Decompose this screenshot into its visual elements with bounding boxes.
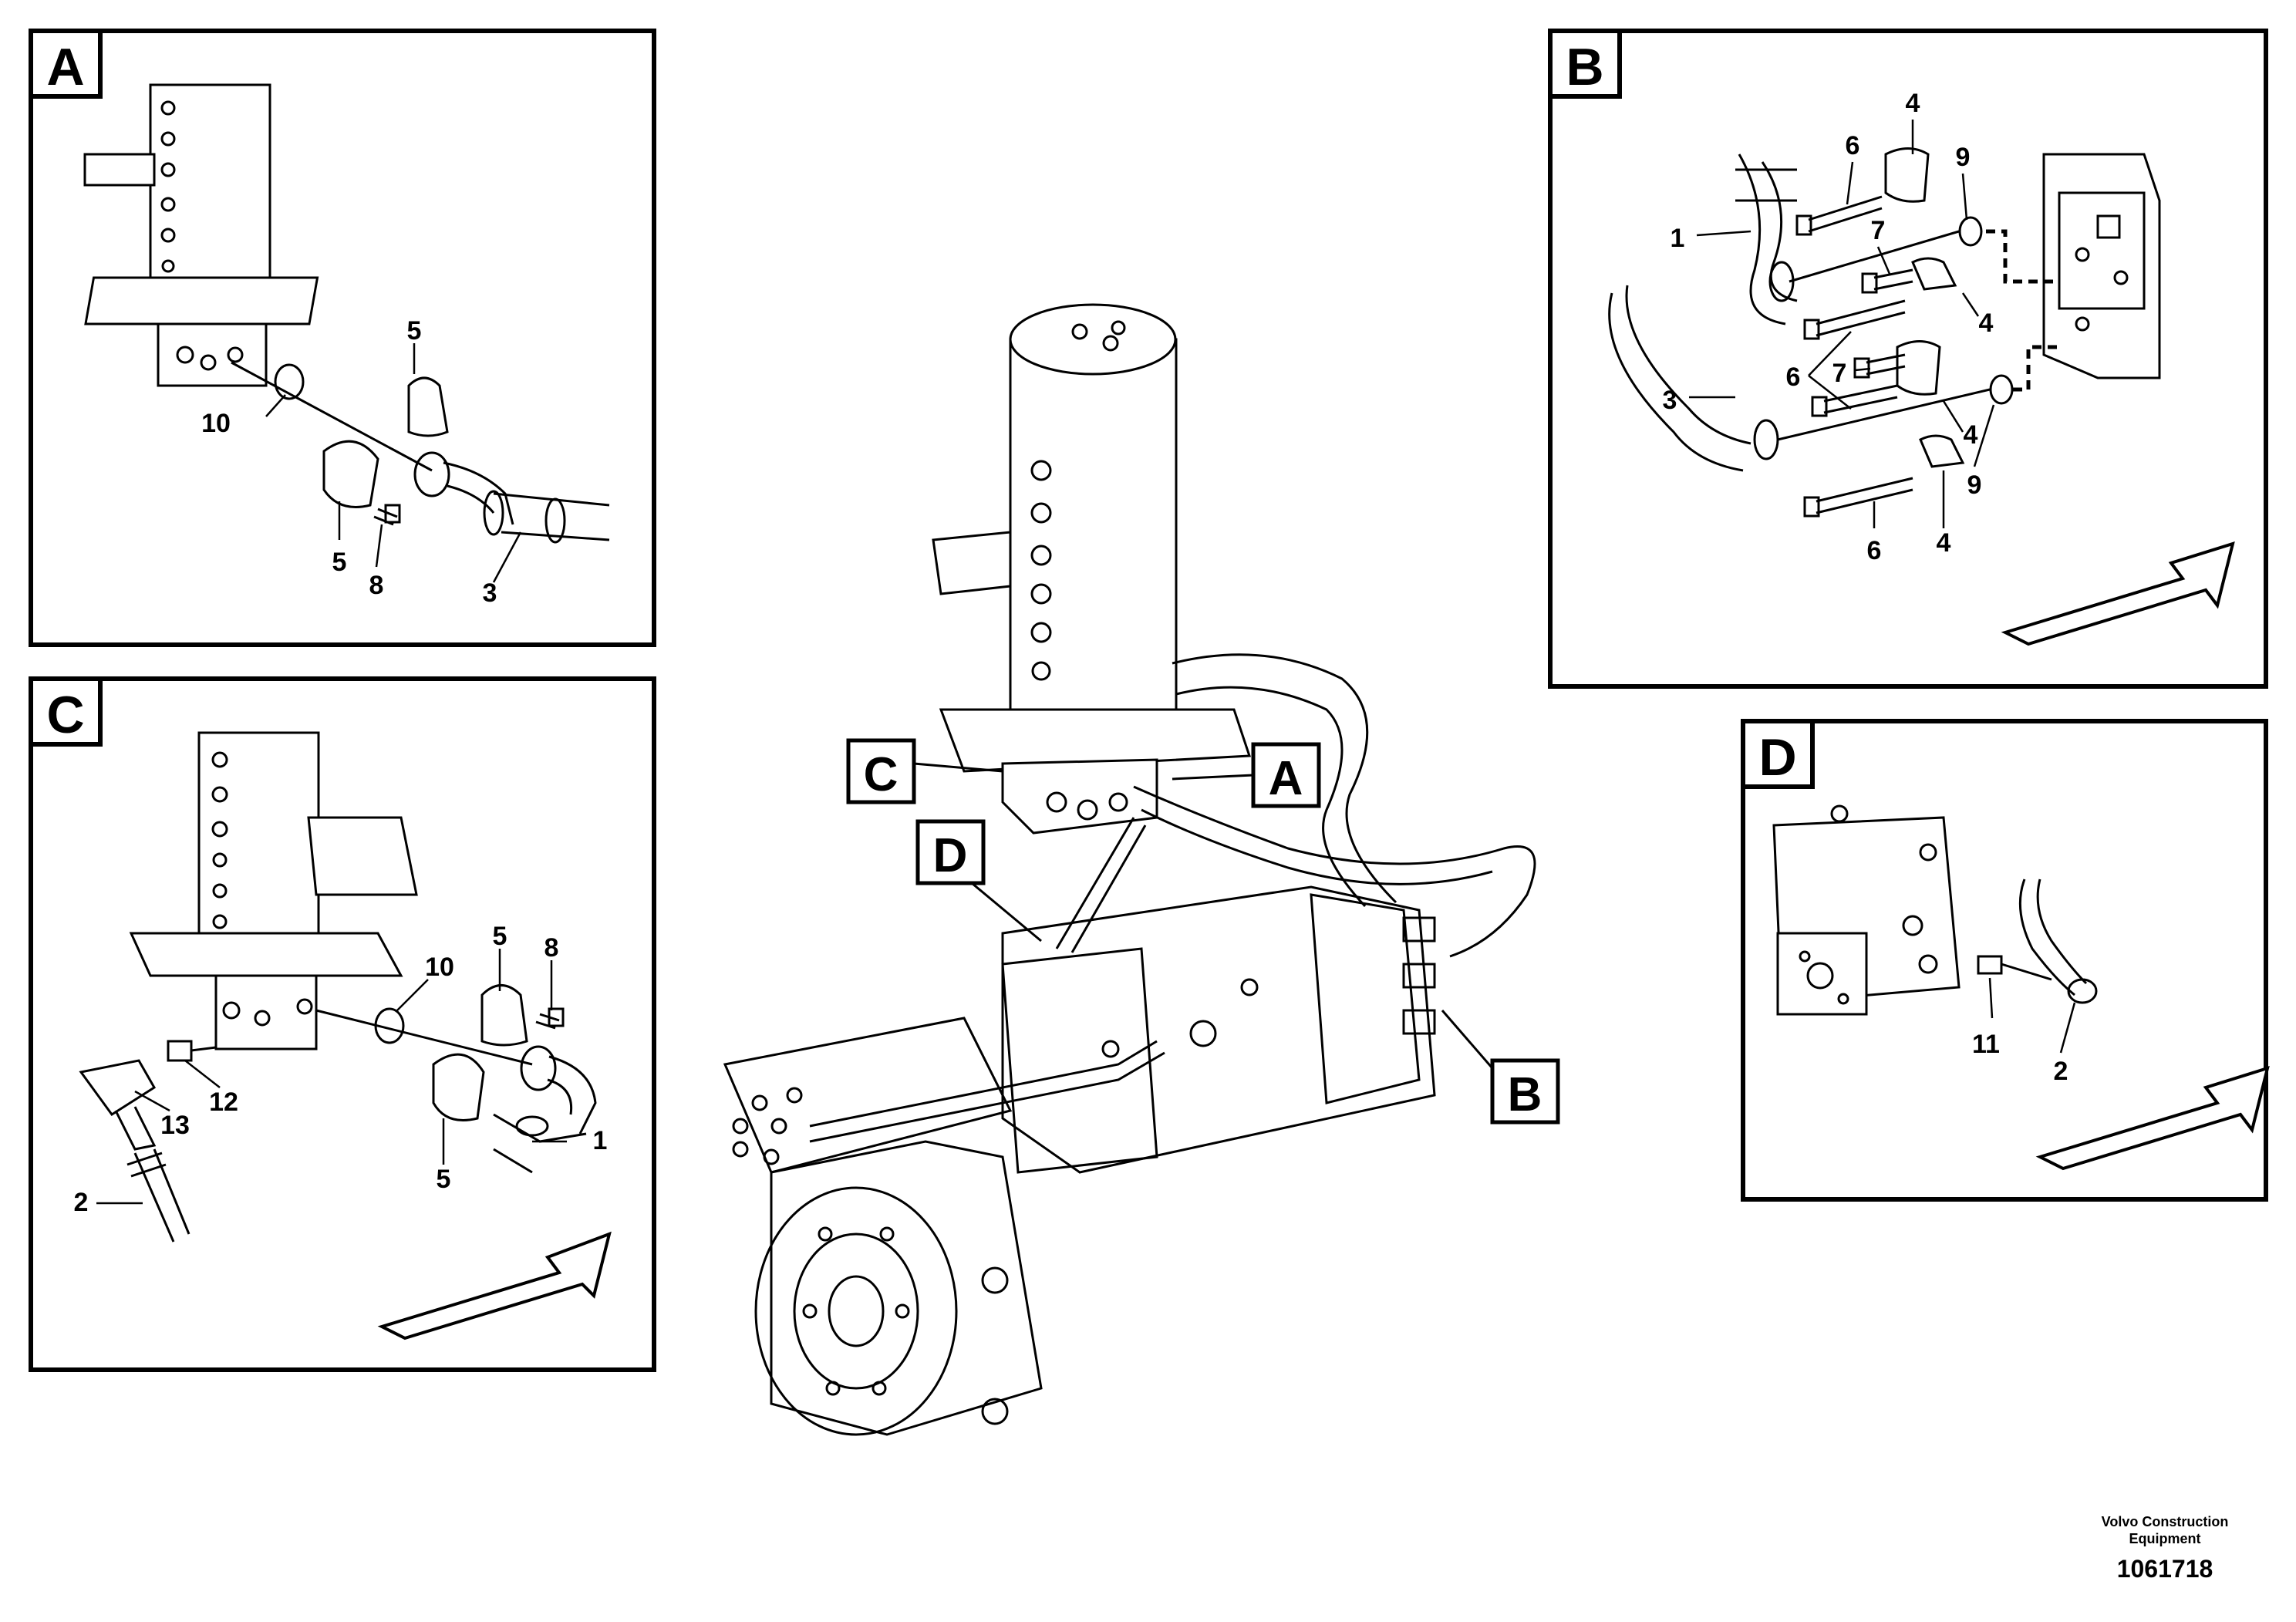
main-callout-d: D xyxy=(915,819,1042,943)
detail-b-callout-6: 6 xyxy=(1867,536,1882,565)
main-callout-a: A xyxy=(1172,742,1321,808)
detail-b-callout-7: 7 xyxy=(1832,359,1847,388)
detail-a-callout-5: 5 xyxy=(332,548,347,577)
detail-a-callout-5: 5 xyxy=(407,316,422,346)
direction-arrow xyxy=(377,1231,612,1340)
document-number: 1061718 xyxy=(2116,1555,2213,1583)
footer: Volvo Construction Equipment 1061718 xyxy=(2080,1513,2250,1583)
detail-c-callout-12: 12 xyxy=(209,1088,238,1117)
detail-b-callout-4: 4 xyxy=(1979,309,1994,338)
detail-d-callout-11: 11 xyxy=(1972,1030,2000,1059)
direction-arrow xyxy=(2001,541,2235,646)
detail-c-callout-10: 10 xyxy=(425,953,454,982)
svg-text:D: D xyxy=(933,829,968,882)
detail-b-callout-4: 4 xyxy=(1906,89,1920,118)
detail-d-label: D xyxy=(1758,728,1796,787)
detail-b-callout-9: 9 xyxy=(1967,470,1982,500)
detail-a-callout-10: 10 xyxy=(201,409,231,438)
detail-c-callout-5: 5 xyxy=(493,922,507,951)
svg-text:C: C xyxy=(864,748,899,801)
detail-c-callout-8: 8 xyxy=(544,933,559,963)
svg-text:A: A xyxy=(1269,752,1303,805)
detail-c-callout-1: 1 xyxy=(593,1126,608,1155)
direction-arrow xyxy=(2035,1066,2270,1171)
detail-c-callout-13: 13 xyxy=(160,1111,190,1140)
detail-a-label: A xyxy=(46,38,84,96)
detail-a-callout-8: 8 xyxy=(369,571,384,600)
main-callout-c: C xyxy=(846,738,1003,804)
detail-b-callout-7: 7 xyxy=(1871,216,1886,245)
detail-d-callout-2: 2 xyxy=(2054,1057,2068,1086)
detail-b-callout-4: 4 xyxy=(1964,420,1978,450)
detail-a-panel: A xyxy=(29,29,656,647)
company-name: Volvo Construction Equipment xyxy=(2101,1514,2229,1546)
detail-b-callout-9: 9 xyxy=(1956,143,1971,172)
svg-text:B: B xyxy=(1508,1068,1542,1121)
detail-b-callout-6: 6 xyxy=(1846,131,1860,160)
detail-c-label: C xyxy=(46,686,84,744)
detail-b-label: B xyxy=(1566,38,1603,96)
detail-c-callout-2: 2 xyxy=(74,1188,89,1217)
detail-c-callout-5: 5 xyxy=(437,1165,451,1194)
detail-b-callout-6: 6 xyxy=(1786,363,1801,392)
main-assembly xyxy=(723,303,1536,1436)
detail-d-panel: D 11 2 xyxy=(1741,719,2270,1202)
detail-b-callout-1: 1 xyxy=(1671,224,1685,253)
detail-b-panel: B xyxy=(1548,29,2268,689)
detail-b-callout-3: 3 xyxy=(1663,386,1677,415)
detail-c-panel: C xyxy=(29,676,656,1372)
main-callout-b: B xyxy=(1441,1010,1560,1125)
detail-b-callout-4: 4 xyxy=(1937,528,1951,558)
detail-a-callout-3: 3 xyxy=(483,578,497,608)
